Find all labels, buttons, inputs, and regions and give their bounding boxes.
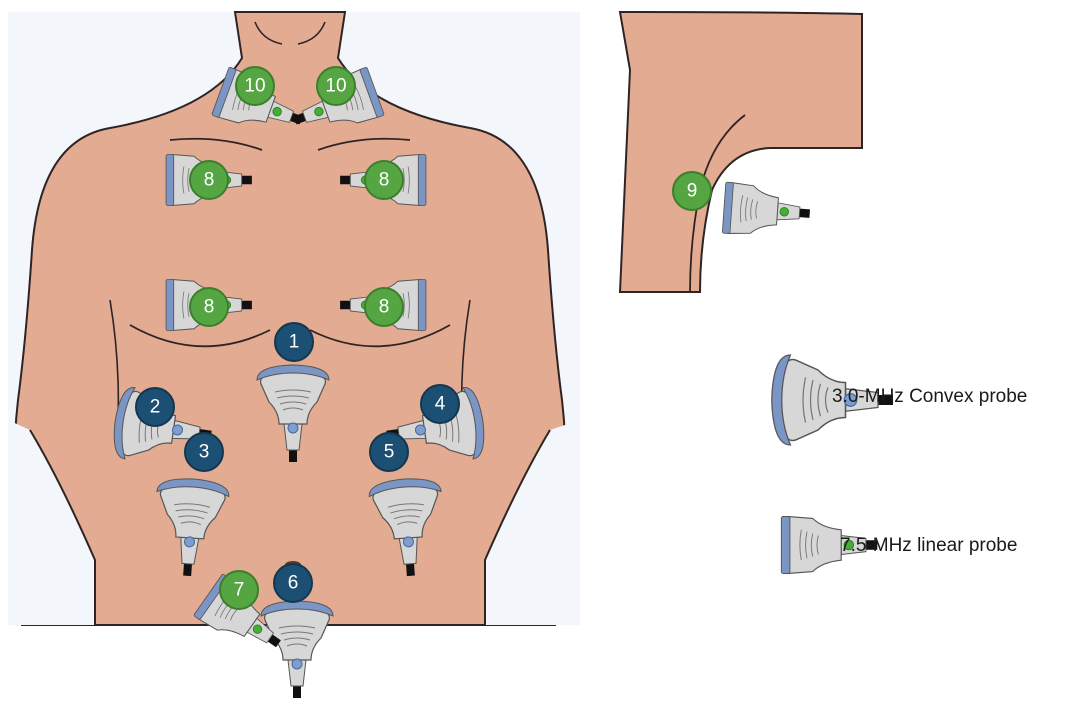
svg-text:8: 8: [379, 297, 390, 318]
arm-body: [620, 12, 862, 292]
svg-text:3: 3: [199, 442, 210, 463]
legend-linear-label: 7.5-MHz linear probe: [840, 535, 1017, 557]
svg-text:7: 7: [234, 580, 245, 601]
badge-6: 6: [274, 564, 312, 602]
badge-8-upper-left: 8: [190, 161, 228, 199]
svg-text:1: 1: [289, 332, 300, 353]
svg-text:10: 10: [325, 76, 346, 97]
svg-text:8: 8: [204, 170, 215, 191]
svg-text:9: 9: [687, 181, 698, 202]
badge-8-lower-right: 8: [365, 288, 403, 326]
svg-text:4: 4: [435, 394, 446, 415]
arm-illustration: [620, 12, 862, 292]
svg-text:8: 8: [379, 170, 390, 191]
probe-6: [261, 601, 333, 698]
badge-1: 1: [275, 323, 313, 361]
svg-text:2: 2: [150, 397, 161, 418]
badge-3: 3: [185, 433, 223, 471]
badge-7: 7: [220, 571, 258, 609]
svg-text:10: 10: [244, 76, 265, 97]
badge-8-lower-left: 8: [190, 288, 228, 326]
probe-9: [722, 182, 811, 239]
torso-illustration: [8, 12, 580, 625]
svg-text:8: 8: [204, 297, 215, 318]
badge-5: 5: [370, 433, 408, 471]
badge-8-upper-right: 8: [365, 161, 403, 199]
badge-10-left: 10: [236, 67, 274, 105]
badge-10-right: 10: [317, 67, 355, 105]
svg-text:5: 5: [384, 442, 395, 463]
legend-convex-label: 3.0-MHz Convex probe: [832, 386, 1027, 408]
badge-4: 4: [421, 385, 459, 423]
badge-9: 9: [673, 172, 711, 210]
badge-2: 2: [136, 388, 174, 426]
svg-text:6: 6: [288, 573, 299, 594]
